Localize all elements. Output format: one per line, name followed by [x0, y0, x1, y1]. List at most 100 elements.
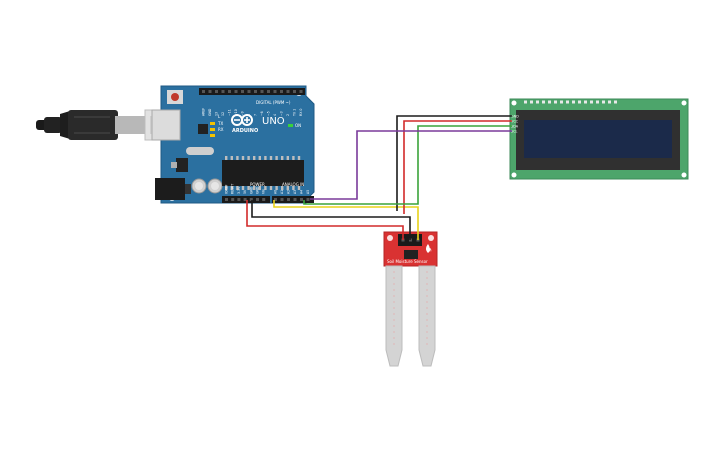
arduino-logo-icon: [231, 114, 253, 126]
chip-leg: [225, 156, 228, 160]
digital-pin-hole[interactable]: [215, 90, 218, 93]
wires: [246, 115, 512, 240]
sensor-label: Soil Moisture Sensor: [387, 259, 428, 264]
chip-leg: [253, 156, 256, 160]
wire-lcd-vcc[interactable]: [403, 120, 512, 214]
chip-leg: [236, 156, 239, 160]
analog-pin-hole[interactable]: [300, 198, 303, 201]
prong-trace: [426, 331, 428, 333]
wire-sensor-gnd-to-gnd[interactable]: [251, 200, 411, 240]
digital-pin-hole[interactable]: [260, 90, 264, 93]
wire-lcd-sda-to-a4[interactable]: [303, 125, 512, 205]
power-header-label: POWER: [250, 182, 265, 187]
soil-moisture-sensor[interactable]: Soil Moisture Sensor: [383, 231, 438, 367]
prong-trace: [426, 277, 428, 279]
prong-trace: [426, 289, 428, 291]
chip-leg: [230, 156, 233, 160]
digital-pin-hole[interactable]: [293, 90, 296, 93]
chip-leg: [269, 156, 273, 160]
wire-lcd-scl-to-a5[interactable]: [310, 130, 512, 200]
digital-pin-hole[interactable]: [221, 90, 225, 93]
lcd-pin-label: SDA: [511, 125, 519, 129]
analog-pin-hole[interactable]: [306, 198, 310, 201]
power-pin-hole[interactable]: [225, 198, 228, 201]
chip-leg: [230, 186, 233, 190]
wire-sensor-sig-to-a0[interactable]: [273, 200, 419, 240]
prong-trace: [426, 343, 428, 345]
digital-pin-label: ~3: [280, 111, 284, 116]
lcd-pad: [584, 100, 587, 104]
digital-pin-label: AREF: [202, 108, 206, 116]
digital-pin-hole[interactable]: [202, 90, 205, 93]
digital-pin-label: ~10: [234, 109, 238, 116]
power-pin-label: GND: [249, 186, 253, 194]
digital-pin-hole[interactable]: [208, 90, 212, 93]
lcd-pad: [602, 100, 605, 104]
digital-pin-label: 2: [286, 114, 290, 116]
digital-pin-hole[interactable]: [241, 90, 244, 93]
prong-trace: [393, 343, 395, 345]
digital-pin-hole[interactable]: [254, 90, 257, 93]
prong-trace: [426, 307, 428, 309]
digital-pin-hole[interactable]: [286, 90, 290, 93]
lcd-screen: [524, 120, 672, 158]
lcd-pad: [524, 100, 527, 104]
power-jack: [155, 178, 185, 200]
digital-pin-hole[interactable]: [228, 90, 231, 93]
prong-trace: [393, 277, 395, 279]
chip-leg: [264, 186, 267, 190]
lcd-pin-label: GND: [511, 115, 519, 119]
prong-trace: [393, 271, 395, 273]
chip-leg: [225, 186, 228, 190]
power-pin-label: 5V: [243, 189, 247, 194]
chip-leg: [253, 186, 256, 190]
power-pin-hole[interactable]: [256, 198, 259, 201]
analog-pin-hole[interactable]: [293, 198, 297, 201]
analog-pin-hole[interactable]: [280, 198, 284, 201]
prong-trace: [426, 295, 428, 297]
digital-pin-label: 13: [215, 112, 219, 116]
chip-leg: [241, 186, 245, 190]
chip-leg: [292, 156, 295, 160]
analog-pin-label: A0: [274, 190, 278, 194]
analog-header-label: ANALOG IN: [282, 182, 304, 187]
digital-pin-hole[interactable]: [273, 90, 277, 93]
lcd-pad: [614, 100, 617, 104]
analog-pin-hole[interactable]: [274, 198, 277, 201]
wire-sensor-vcc-to-5v[interactable]: [246, 200, 404, 240]
power-pin-hole[interactable]: [243, 198, 247, 201]
digital-pin-hole[interactable]: [280, 90, 283, 93]
sensor-prong-right: [418, 265, 436, 367]
power-pin-hole[interactable]: [237, 198, 241, 201]
lcd-pad: [536, 100, 539, 104]
tx-label: TX: [217, 121, 223, 126]
prong-trace: [393, 331, 395, 333]
chip-leg: [258, 186, 261, 190]
lcd-pad: [530, 100, 533, 104]
power-pin-hole[interactable]: [231, 198, 235, 201]
digital-pin-hole[interactable]: [267, 90, 270, 93]
analog-header: [272, 196, 314, 203]
digital-pin-hole[interactable]: [299, 90, 303, 93]
wire-lcd-gnd[interactable]: [396, 115, 512, 211]
analog-pin-hole[interactable]: [287, 198, 290, 201]
lcd-pad: [596, 100, 599, 104]
power-pin-hole[interactable]: [262, 198, 266, 201]
prong-trace: [393, 283, 395, 285]
digital-pin-hole[interactable]: [234, 90, 238, 93]
power-pin-hole[interactable]: [249, 198, 253, 201]
digital-pin-label: TX 1: [293, 109, 297, 117]
analog-pin-label: A4: [300, 190, 304, 194]
prong-trace: [426, 283, 428, 285]
digital-pin-hole[interactable]: [247, 90, 251, 93]
digital-pin-label: 4: [273, 114, 277, 116]
usb-plug: [68, 110, 118, 140]
crystal-oscillator: [186, 147, 214, 155]
chip-leg: [275, 156, 278, 160]
prong-trace: [393, 319, 395, 321]
chip-leg: [297, 156, 301, 160]
chip-leg: [241, 156, 245, 160]
lcd-pad: [572, 100, 575, 104]
